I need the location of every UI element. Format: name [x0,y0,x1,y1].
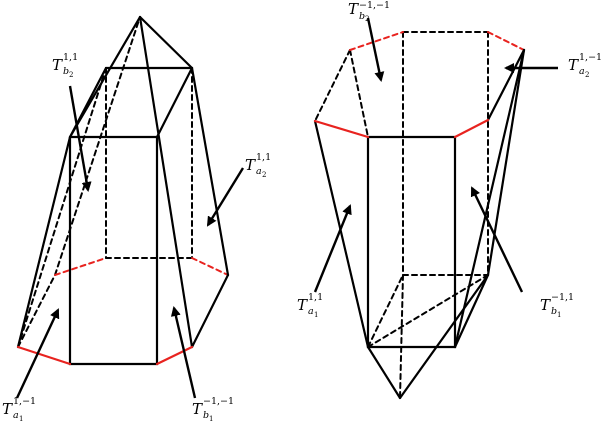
right-edge [366,345,402,400]
right-edge [453,48,526,349]
right-red-dashed-edge [487,31,525,51]
left-front-face [68,135,159,366]
right-red-edge [313,119,370,139]
arrow-Tb1-m11 [470,186,524,293]
right-front-face [366,135,457,349]
right-edge [486,48,526,277]
arrow-Tb2-m1m1 [366,17,385,82]
arrow-Tb1-m1m1 [170,306,197,399]
right-red-edge [453,118,490,139]
left-edge [16,135,72,349]
label-Tb2-11: T 1,1 b 2 [52,45,83,79]
arrow-Tb2-11 [68,85,92,192]
label-Ta2-11: T 1,1 a 2 [245,145,276,179]
left-edge [138,15,194,70]
label-Ta2-1m1: T 1,−1 a 2 [568,45,607,79]
right-red-dashed-edge [349,31,404,51]
left-edge [190,66,230,277]
right-edge [486,48,526,122]
left-red-edge [16,345,72,366]
left-red-dashed-edge [54,257,107,276]
arrow-Ta2-11 [206,167,245,227]
left-red-dashed-edge [191,257,229,276]
left-edge [155,66,194,139]
right-edge [398,273,490,400]
left-hidden-edge [17,274,56,348]
left-edge [138,15,194,349]
right-edge [313,119,370,349]
right-hidden-edge [399,274,404,399]
label-Tb1-m11: T −1,1 b 1 [540,285,579,319]
left-polyhedron [15,15,245,399]
left-edge [190,273,230,349]
arrow-Ta1-1m1 [15,308,60,399]
label-Ta1-1m1: T 1,−1 a 1 [2,389,41,423]
label-Tb2-m1m1: T −1,−1 b 2 [348,0,395,23]
right-hidden-edge [367,274,404,348]
label-Tb1-m1m1: T −1,−1 b 1 [192,389,239,423]
left-hidden-edge [17,67,107,348]
right-edge [453,273,490,349]
right-polyhedron [313,17,558,400]
arrow-Ta1-11 [313,204,352,293]
left-red-edge [155,345,194,366]
left-edge [68,15,142,139]
label-Ta1-11: T 1,1 a 1 [297,285,328,319]
right-hidden-edge [349,49,369,138]
right-hidden-edge [314,49,351,122]
